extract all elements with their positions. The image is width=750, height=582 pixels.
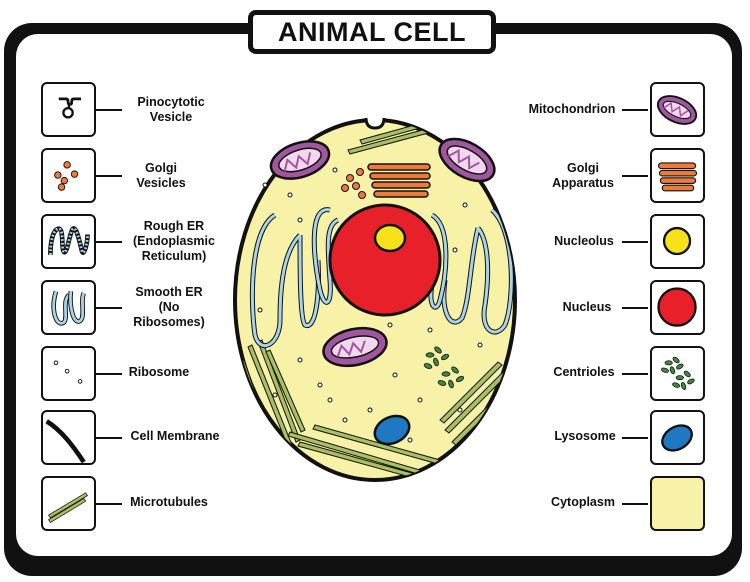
label-smooth-er: Smooth ER (No Ribosomes): [133, 285, 205, 329]
cell-membrane-key: [41, 410, 96, 465]
leader-line: [96, 109, 122, 111]
label-golgi-apparatus: Golgi Apparatus: [552, 161, 614, 190]
leader-line: [622, 437, 648, 439]
mitochondrion-center: [322, 326, 388, 368]
mitochondrion-top-right: [438, 137, 496, 183]
leader-line: [96, 175, 122, 177]
leader-line: [96, 503, 122, 505]
leader-line: [96, 241, 122, 243]
rough-er-icon: [48, 226, 90, 255]
label-centrioles: Centrioles: [553, 365, 615, 379]
label-rough-er: Rough ER (Endoplasmic Reticulum): [133, 219, 215, 263]
label-ribosome: Ribosome: [128, 365, 190, 379]
leader-line: [622, 373, 648, 375]
cell-membrane-icon: [45, 419, 86, 463]
nucleus-icon: [657, 287, 697, 327]
lysosome-key: [650, 410, 705, 465]
diagram-title: ANIMAL CELL: [248, 10, 496, 54]
leader-line: [96, 437, 122, 439]
leader-line: [622, 109, 648, 111]
leader-line: [622, 241, 648, 243]
label-nucleus: Nucleus: [562, 300, 612, 314]
ribosomes: [257, 167, 483, 443]
nucleolus-key: [650, 214, 705, 269]
label-microtubules: Microtubules: [130, 495, 208, 509]
lysosome-icon: [661, 424, 693, 452]
label-mitochondrion: Mitochondrion: [528, 102, 616, 116]
label-cell-membrane: Cell Membrane: [130, 429, 220, 443]
cytoplasm-icon: [652, 478, 703, 529]
smooth-er-icon: [51, 290, 87, 326]
microtubules-key: [41, 476, 96, 531]
mitochondrion-icon: [656, 95, 698, 125]
cytoplasm-key: [650, 476, 705, 531]
leader-line: [622, 175, 648, 177]
golgi-apparatus-key: [650, 148, 705, 203]
leader-line: [622, 307, 648, 309]
nucleolus: [373, 223, 407, 253]
golgi-apparatus-icon: [657, 162, 698, 192]
label-golgi-vesicles: Golgi Vesicles: [136, 161, 186, 190]
nucleus-key: [650, 280, 705, 335]
smooth-er-key: [41, 280, 96, 335]
label-lysosome: Lysosome: [554, 429, 616, 443]
nucleus: [328, 203, 442, 317]
label-cytoplasm: Cytoplasm: [551, 495, 615, 509]
leader-line: [96, 307, 122, 309]
golgi-apparatus: [367, 163, 431, 198]
centrioles-icon: [661, 356, 695, 390]
nucleolus-icon: [662, 226, 692, 256]
label-nucleolus: Nucleolus: [554, 234, 614, 248]
golgi-vesicles: [341, 168, 366, 199]
rough-er-key: [41, 214, 96, 269]
centrioles-key: [650, 346, 705, 401]
leader-line: [622, 503, 648, 505]
ribosome-key: [41, 346, 96, 401]
microtubules-icon: [48, 492, 89, 524]
golgi-vesicles-key: [41, 148, 96, 203]
ribosome-icon: [53, 360, 83, 384]
golgi-vesicles-icon: [54, 161, 79, 191]
centrioles: [423, 346, 465, 389]
mitochondrion-key: [650, 82, 705, 137]
leader-line: [96, 373, 122, 375]
mitochondrion-top-left: [269, 140, 331, 180]
pinocytotic-vesicle-key: [41, 82, 96, 137]
pinocytotic-vesicle-icon: [58, 97, 82, 119]
lysosome: [373, 414, 411, 446]
label-pinocytotic-vesicle: Pinocytotic Vesicle: [137, 95, 205, 124]
pinocytotic-vesicle: [364, 117, 386, 130]
